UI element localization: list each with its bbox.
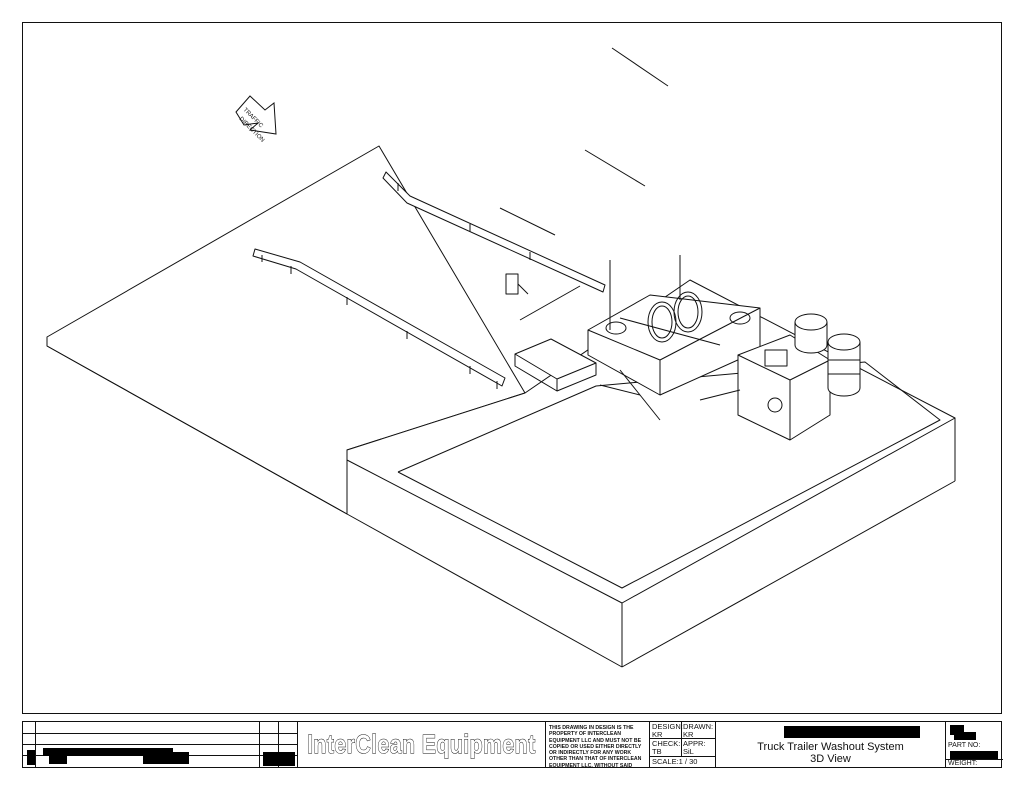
sensor-lines <box>499 47 669 321</box>
scale-label: SCALE:1 / 30 <box>652 757 698 766</box>
title-block: InterClean Equipment THIS DRAWING IN DES… <box>22 721 1003 768</box>
redacted-block <box>950 725 964 735</box>
wash-gantry <box>587 255 761 421</box>
design-label: DESIGN: <box>652 722 683 731</box>
traffic-direction-arrow: TRAFFIC DIRECTION <box>235 95 277 144</box>
spray-pipe-left <box>252 248 506 389</box>
drawing-title-area: Truck Trailer Washout System 3D View <box>716 722 946 767</box>
concrete-pad <box>514 338 597 392</box>
drawn-label: DRAWN: <box>683 722 714 731</box>
redacted-block <box>263 752 295 766</box>
chemical-drums <box>794 313 861 397</box>
redacted-block <box>784 726 920 738</box>
control-box <box>505 273 529 295</box>
copyright-notice: THIS DRAWING IN DESIGN IS THE PROPERTY O… <box>546 722 650 767</box>
redacted-block <box>27 750 35 765</box>
redacted-block <box>49 756 67 764</box>
design-value: KR <box>652 730 663 739</box>
drawing-title: Truck Trailer Washout System <box>757 741 904 753</box>
company-logo: InterClean Equipment <box>298 722 546 767</box>
redacted-block <box>950 751 998 759</box>
weight-label: WEIGHT: <box>948 760 978 767</box>
approval-block: DESIGN: KR DRAWN: KR CHECK: TB APPR: SiL… <box>650 722 716 767</box>
appr-value: SiL <box>683 747 694 756</box>
spray-pipe-right <box>382 171 606 293</box>
drawn-value: KR <box>683 730 694 739</box>
check-value: TB <box>652 747 662 756</box>
appr-label: APPR: <box>683 739 706 748</box>
drawing-subtitle: 3D View <box>810 753 851 765</box>
company-name: InterClean Equipment <box>307 729 536 760</box>
redacted-block <box>954 732 976 740</box>
part-number-block: PART NO: WEIGHT: <box>946 722 1003 767</box>
check-label: CHECK: <box>652 739 681 748</box>
part-no-label: PART NO: <box>948 742 981 749</box>
redacted-block <box>43 748 173 756</box>
pump-skid <box>699 334 831 441</box>
redacted-block <box>143 752 189 764</box>
drawing-frame <box>22 22 1002 714</box>
revision-grid <box>23 722 298 767</box>
